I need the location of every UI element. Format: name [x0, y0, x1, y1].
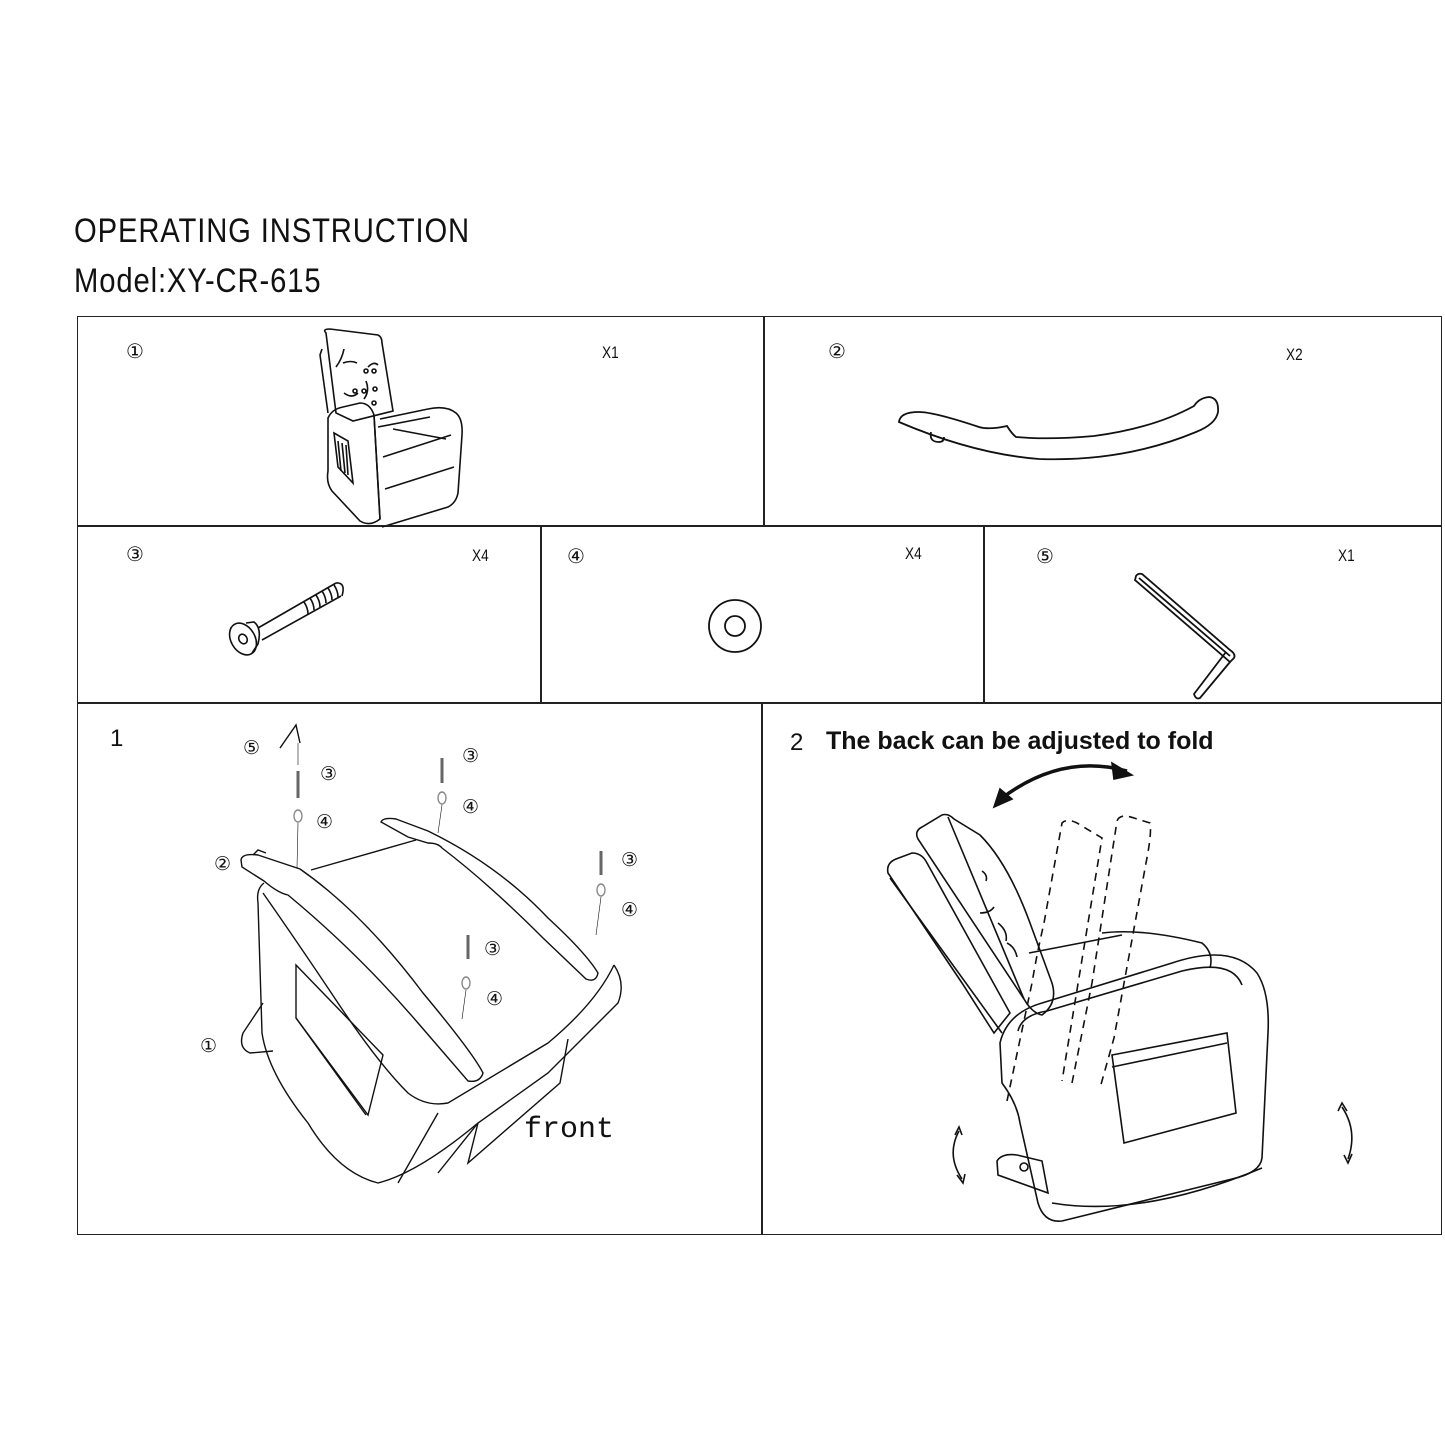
part-number: ④: [567, 546, 585, 568]
callout-part-4: ④: [462, 797, 480, 818]
callout-part-3: ③: [621, 850, 639, 871]
part-number: ⑤: [1036, 546, 1054, 568]
front-label: front: [524, 1113, 615, 1147]
callout-part-1: ①: [200, 1036, 218, 1057]
step-cell-2: 2 The back can be adjusted to fold: [761, 702, 1442, 1235]
step-number: 2: [790, 729, 804, 756]
part-cell-4: ④ X4: [540, 525, 985, 704]
step-description: The back can be adjusted to fold: [826, 727, 1214, 755]
part-cell-1: ① X1: [77, 316, 765, 528]
washer-icon: [708, 599, 762, 653]
recliner-fold-diagram-icon: [886, 761, 1353, 1222]
callout-part-4: ④: [316, 812, 334, 833]
step-cell-1: 1 ⑤ ③ ④ ② ③ ④ ③ ④ ③ ④ ① front: [77, 702, 763, 1235]
part-cell-2: ② X2: [763, 316, 1442, 527]
allen-key-icon: [1133, 572, 1236, 700]
step-number: 1: [110, 725, 124, 752]
callout-part-3: ③: [320, 764, 338, 785]
rocker-rail-icon: [898, 396, 1219, 461]
part-cell-5: ⑤ X1: [983, 525, 1442, 704]
part-number: ③: [126, 544, 144, 566]
part-quantity: X1: [1338, 546, 1355, 565]
callout-part-3: ③: [462, 746, 480, 767]
bolt-icon: [228, 582, 344, 656]
callout-part-4: ④: [621, 900, 639, 921]
part-quantity: X4: [905, 544, 922, 563]
callout-part-3: ③: [484, 939, 502, 960]
part-quantity: X2: [1286, 345, 1303, 364]
callout-part-2: ②: [214, 854, 232, 875]
assembly-diagram-icon: [240, 723, 622, 1184]
part-quantity: X4: [472, 546, 489, 565]
part-number: ②: [828, 341, 846, 363]
part-quantity: X1: [602, 343, 619, 362]
page-title: OPERATING INSTRUCTION: [74, 212, 471, 250]
part-cell-3: ③ X4: [77, 525, 542, 704]
callout-part-4: ④: [486, 989, 504, 1010]
model-number: Model:XY-CR-615: [74, 262, 322, 300]
recliner-chair-icon: [319, 328, 463, 528]
callout-part-5: ⑤: [243, 738, 261, 759]
part-number: ①: [126, 341, 144, 363]
